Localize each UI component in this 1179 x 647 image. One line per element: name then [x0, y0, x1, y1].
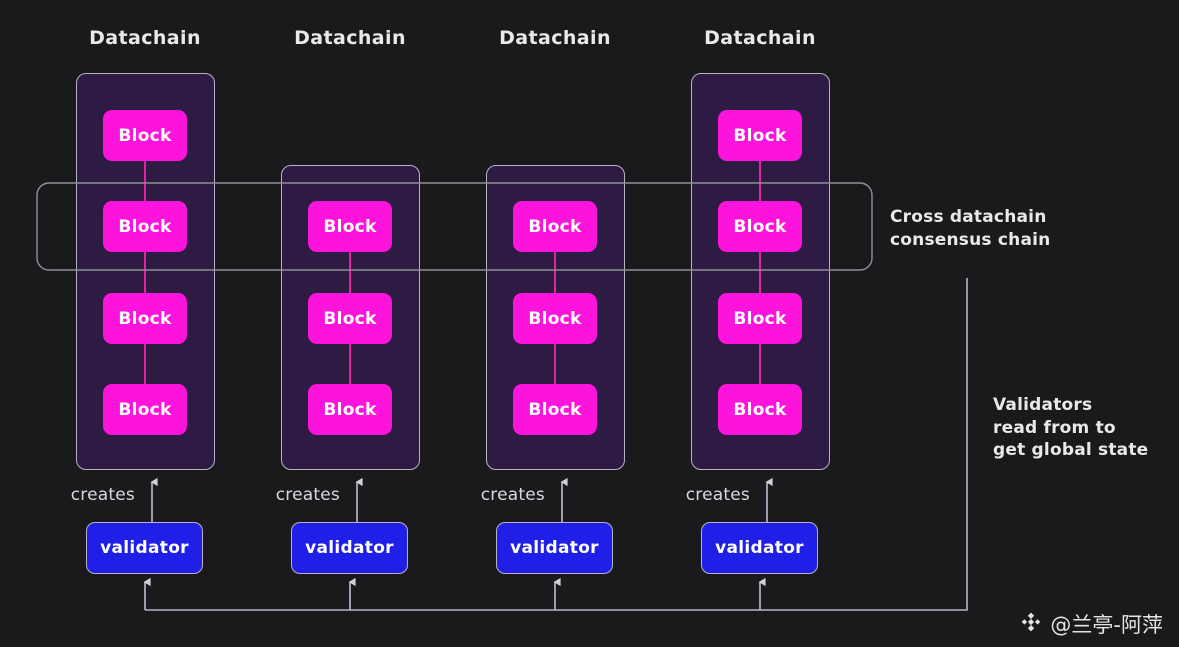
creates-label-3: creates	[480, 485, 545, 505]
validator-4[interactable]: validator	[701, 522, 818, 574]
creates-label-1: creates	[70, 485, 135, 505]
datachain-title-1: Datachain	[89, 27, 201, 49]
block-c4-r1[interactable]: Block	[718, 110, 802, 161]
validator-3[interactable]: validator	[496, 522, 613, 574]
block-c1-r3[interactable]: Block	[103, 293, 187, 344]
watermark-text: @兰亭-阿萍	[1050, 613, 1163, 637]
block-c2-r3[interactable]: Block	[308, 384, 392, 435]
block-c4-r2[interactable]: Block	[718, 201, 802, 252]
datachain-title-2: Datachain	[294, 27, 406, 49]
block-c2-r2[interactable]: Block	[308, 293, 392, 344]
validators-annotation: Validators read from to get global state	[993, 395, 1149, 461]
block-c3-r3[interactable]: Block	[513, 384, 597, 435]
block-c1-r1[interactable]: Block	[103, 110, 187, 161]
block-c3-r1[interactable]: Block	[513, 201, 597, 252]
block-c1-r4[interactable]: Block	[103, 384, 187, 435]
validator-1[interactable]: validator	[86, 522, 203, 574]
block-c1-r2[interactable]: Block	[103, 201, 187, 252]
block-c4-r4[interactable]: Block	[718, 384, 802, 435]
creates-label-2: creates	[275, 485, 340, 505]
datachain-title-4: Datachain	[704, 27, 816, 49]
block-c2-r1[interactable]: Block	[308, 201, 392, 252]
block-c3-r2[interactable]: Block	[513, 293, 597, 344]
consensus-chain-annotation: Cross datachain consensus chain	[890, 207, 1051, 250]
binance-diamond-icon	[1019, 610, 1043, 639]
validator-2[interactable]: validator	[291, 522, 408, 574]
block-c4-r3[interactable]: Block	[718, 293, 802, 344]
datachain-title-3: Datachain	[499, 27, 611, 49]
creates-label-4: creates	[685, 485, 750, 505]
watermark: @兰亭-阿萍	[1019, 609, 1163, 639]
